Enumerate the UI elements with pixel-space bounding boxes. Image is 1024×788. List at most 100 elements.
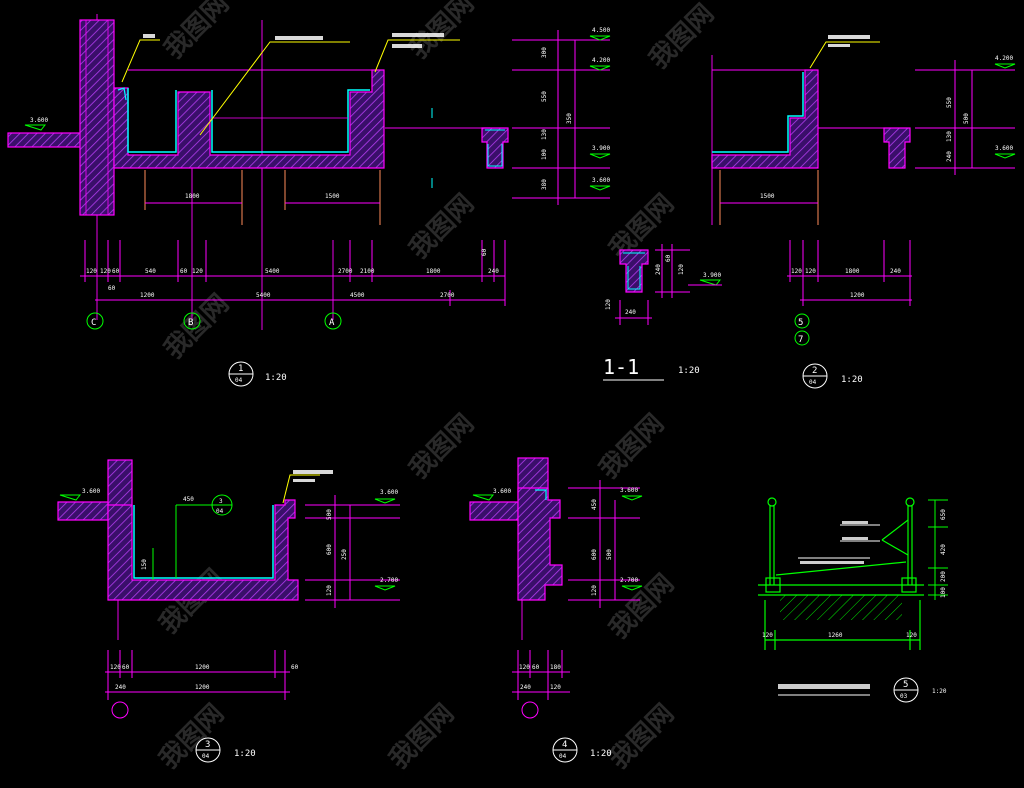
dim-text: 60 xyxy=(122,664,130,671)
dim-text: 420 xyxy=(940,544,947,555)
dim-text: 1200 xyxy=(850,292,865,299)
axis-label-b: B xyxy=(188,318,193,328)
dim-text: 2100 xyxy=(360,268,375,275)
dim-text: 240 xyxy=(890,268,901,275)
callout-sheet: 04 xyxy=(235,377,243,384)
dim-text: 1200 xyxy=(195,664,210,671)
dim-text: 600 xyxy=(326,544,333,555)
dim-text: 5400 xyxy=(265,268,280,275)
elevation-mark: 3.900 xyxy=(592,145,610,152)
watermark: 我图网 xyxy=(154,564,230,640)
watermark: 我图网 xyxy=(644,0,720,75)
dim-text: 1500 xyxy=(325,193,340,200)
elevation-mark: 3.600 xyxy=(380,489,398,496)
dim-text: 130 xyxy=(946,131,953,142)
leader-line xyxy=(374,39,460,73)
dim-text: 120 xyxy=(550,684,561,691)
section-title: 1-1 xyxy=(603,355,639,379)
callout-sheet: 03 xyxy=(900,693,908,700)
scale-label: 1:20 xyxy=(234,749,256,759)
callout-sheet: 04 xyxy=(202,753,210,760)
planter-section xyxy=(107,499,299,601)
callout-sheet: 04 xyxy=(809,379,817,386)
scale-label: 1:20 xyxy=(590,749,612,759)
callout-number: 5 xyxy=(903,680,908,690)
elevation-mark: 2.700 xyxy=(380,577,398,584)
axis-label: 5 xyxy=(798,318,803,328)
dim-text: 550 xyxy=(946,97,953,108)
railing-base-hatch xyxy=(780,595,902,620)
dim-text: 120 xyxy=(110,664,121,671)
watermarks: 我图网 我图网 我图网 我图网 我图网 我图网 我图网 我图网 我图网 我图网 … xyxy=(154,0,720,775)
elevation-mark: 3.900 xyxy=(703,272,721,279)
dim-text: 240 xyxy=(520,684,531,691)
beam-section xyxy=(619,249,649,293)
planter-section xyxy=(517,487,563,601)
dim-text: 60 xyxy=(108,285,116,292)
watermark: 我图网 xyxy=(404,409,480,485)
detail-5: 650 420 200 100 120 1260 120 5 03 1:20 xyxy=(758,497,948,703)
elevation-mark: 3.600 xyxy=(493,488,511,495)
dim-text: 240 xyxy=(115,684,126,691)
dim-text: 180 xyxy=(550,664,561,671)
dim-text: 1500 xyxy=(760,193,775,200)
watermark: 我图网 xyxy=(604,699,680,775)
callout-number: 4 xyxy=(562,740,567,750)
dim-text: 60 xyxy=(665,254,672,262)
dim-text: 120 xyxy=(86,268,97,275)
dim-text: 240 xyxy=(946,151,953,162)
callout-number: 1 xyxy=(238,364,243,374)
callout-sheet: 04 xyxy=(559,753,567,760)
dim-text: 200 xyxy=(940,571,947,582)
dim-text: 500 xyxy=(326,509,333,520)
dim-text: 60 xyxy=(481,248,488,256)
ref-bubble-number: 3 xyxy=(219,498,223,505)
dim-text: 1800 xyxy=(845,268,860,275)
dim-text: 550 xyxy=(541,91,548,102)
axis-label: 7 xyxy=(798,335,803,345)
dim-text: 2700 xyxy=(338,268,353,275)
watermark: 我图网 xyxy=(159,0,235,65)
dim-text: 150 xyxy=(141,559,148,570)
elevation-mark: 3.600 xyxy=(82,488,100,495)
dim-text: 1200 xyxy=(195,684,210,691)
elevation-mark: 4.500 xyxy=(592,27,610,34)
elevation-mark: 3.600 xyxy=(620,487,638,494)
dim-text: 60 xyxy=(532,664,540,671)
scale-label: 1:20 xyxy=(932,688,947,695)
axis-label-c: C xyxy=(91,318,96,328)
dim-text: 120 xyxy=(762,632,773,639)
dim-text: 500 xyxy=(963,113,970,124)
dim-text: 1800 xyxy=(426,268,441,275)
dim-text: 380 xyxy=(541,179,548,190)
dim-text: 650 xyxy=(940,509,947,520)
waterproof-layer xyxy=(127,88,370,153)
watermark: 我图网 xyxy=(594,409,670,485)
dim-text: 240 xyxy=(655,264,662,275)
dim-text: 240 xyxy=(488,268,499,275)
dim-text: 500 xyxy=(606,549,613,560)
scale-label: 1:20 xyxy=(265,373,287,383)
elevation-mark: 3.600 xyxy=(592,177,610,184)
dim-text: 120 xyxy=(591,585,598,596)
detail-title-bar xyxy=(778,684,870,689)
dim-text: 120 xyxy=(791,268,802,275)
elevation-mark: 4.200 xyxy=(592,57,610,64)
dim-text: 450 xyxy=(183,496,194,503)
elevation-mark: 4.200 xyxy=(995,55,1013,62)
dim-text: 120 xyxy=(519,664,530,671)
dim-text: 120 xyxy=(100,268,111,275)
scale-label: 1:20 xyxy=(678,366,700,376)
dim-text: 60 xyxy=(291,664,299,671)
callout-number: 3 xyxy=(205,740,210,750)
dim-text: 540 xyxy=(145,268,156,275)
detail-2: 1500 4.200 3.600 550 500 130 240 120 120 xyxy=(711,35,1016,389)
axis-label-a: A xyxy=(329,318,335,328)
dim-text: 100 xyxy=(541,149,548,160)
column xyxy=(79,19,115,216)
dim-text: 350 xyxy=(566,113,573,124)
dim-text: 4500 xyxy=(350,292,365,299)
dim-text: 120 xyxy=(605,299,612,310)
dim-text: 60 xyxy=(112,268,120,275)
